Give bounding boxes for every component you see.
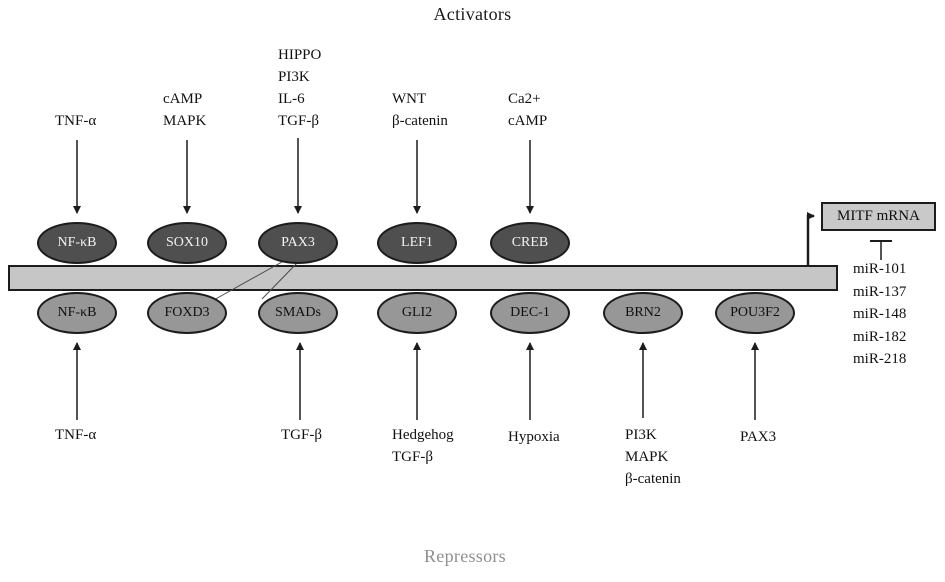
factor-label: GLI2 [401,305,433,320]
signal-label: TNF-α [55,113,97,129]
factor-pou3f2: POU3F2 [715,292,795,334]
repressors-title: Repressors [424,546,506,566]
signal-label: PI3K [278,69,310,85]
factor-smads: SMADs [258,292,338,334]
signal-label: MAPK [163,113,207,129]
mirna-item: miR-101 [853,261,907,277]
signal-label: β-catenin [392,113,448,129]
factor-brn2: BRN2 [603,292,683,334]
signal-stack-nfkb-top: TNF-α [55,110,96,132]
factor-label: POU3F2 [730,305,780,320]
factor-gli2: GLI2 [377,292,457,334]
signal-stack-lef1: WNT β-catenin [392,88,448,132]
factor-label: FOXD3 [164,305,210,320]
factor-label: SOX10 [165,235,208,250]
mirna-list: miR-101 miR-137 miR-148 miR-182 miR-218 [853,258,906,371]
signal-label: TGF-β [392,449,433,465]
signal-stack-dec1: Hypoxia [508,426,560,448]
mirna-item: miR-182 [853,328,907,345]
factor-nfkb-bottom: NF-κB [37,292,117,334]
mitf-mrna-label: MITF mRNA [837,208,920,224]
factor-pax3: PAX3 [258,222,338,264]
factor-lef1: LEF1 [377,222,457,264]
signal-label: MAPK [625,449,669,465]
factor-label: SMADs [275,305,321,320]
signal-stack-pou3f2: PAX3 [740,426,776,448]
signal-label: IL-6 [278,91,305,107]
signal-label: Hypoxia [508,429,560,445]
signal-label: HIPPO [278,47,322,63]
factor-label: CREB [511,235,549,250]
factor-label: NF-κB [57,305,97,320]
factor-creb: CREB [490,222,570,264]
activators-title: Activators [433,4,512,24]
signal-label: TNF-α [55,427,97,443]
factor-label: NF-κB [57,235,97,250]
factor-label: PAX3 [281,235,315,250]
mirna-item: miR-218 [853,351,907,367]
arrow-transcription-to-mitf [806,212,815,265]
signal-label: TGF-β [281,427,322,443]
factor-foxd3: FOXD3 [147,292,227,334]
signal-label: β-catenin [625,471,681,487]
signal-label: Hedgehog [392,427,454,443]
factor-sox10: SOX10 [147,222,227,264]
signal-stack-pax3: HIPPO PI3K IL-6 TGF-β [278,44,321,132]
signal-label: PAX3 [740,429,777,445]
mirna-item: miR-148 [853,306,907,322]
signal-stack-brn2: PI3K MAPK β-catenin [625,424,681,490]
signal-label: cAMP [508,113,548,129]
signal-label: PI3K [625,427,657,443]
signal-stack-nfkb-bottom: TNF-α [55,424,96,446]
signal-label: WNT [392,91,427,107]
factor-label: LEF1 [401,235,433,250]
signal-label: cAMP [163,91,203,107]
factor-label: BRN2 [625,305,661,320]
signal-stack-sox10: cAMP MAPK [163,88,206,132]
factor-dec1: DEC-1 [490,292,570,334]
signal-label: Ca2+ [508,91,541,107]
promoter-bar [8,265,838,291]
mitf-mrna-box: MITF mRNA [821,202,936,231]
factor-nfkb-top: NF-κB [37,222,117,264]
signal-stack-gli2: Hedgehog TGF-β [392,424,454,468]
signal-stack-smads: TGF-β [281,424,322,446]
factor-label: DEC-1 [510,305,550,320]
signal-stack-creb: Ca2+ cAMP [508,88,547,132]
mirna-item: miR-137 [853,283,907,300]
signal-label: TGF-β [278,113,319,129]
